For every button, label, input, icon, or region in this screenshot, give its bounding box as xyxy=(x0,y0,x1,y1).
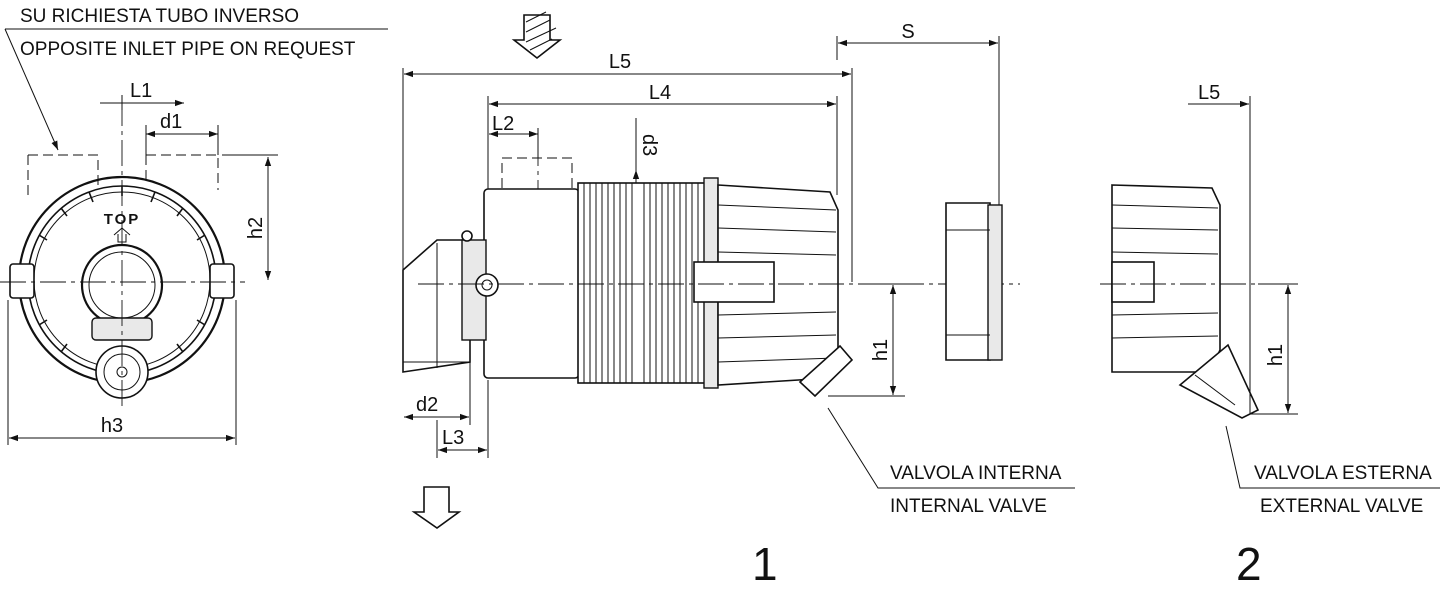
dim-L4: L4 xyxy=(649,82,671,104)
dim-L3: L3 xyxy=(442,427,464,449)
housing-ribs xyxy=(38,186,206,353)
cover-external xyxy=(1111,184,1221,373)
dim-L1: L1 xyxy=(130,80,152,102)
inlet-stub xyxy=(501,157,573,188)
side-view-1: L5 L4 L2 d3 xyxy=(402,11,1075,590)
dim-L5-view2: L5 xyxy=(1198,82,1220,104)
dim-L2: L2 xyxy=(492,113,514,135)
cover-clip-2 xyxy=(1111,261,1155,303)
dim-d3: d3 xyxy=(638,134,660,156)
band-bolt xyxy=(475,273,499,297)
dim-h1: h1 xyxy=(870,339,892,361)
view-number-1: 1 xyxy=(752,538,778,590)
note-valve-external-it: VALVOLA ESTERNA xyxy=(1254,463,1432,484)
left-clamp xyxy=(9,263,35,299)
internal-dust-valve xyxy=(798,344,854,398)
removed-cover-flange xyxy=(987,204,1003,361)
inlet-leader xyxy=(4,28,59,151)
right-clamp xyxy=(209,263,235,299)
dim-d2: d2 xyxy=(416,394,438,416)
front-view: SU RICHIESTA TUBO INVERSO OPPOSITE INLET… xyxy=(0,6,388,445)
inlet-outline xyxy=(145,154,219,190)
note-valve-internal-en: INTERNAL VALVE xyxy=(890,496,1047,517)
dim-S: S xyxy=(901,21,914,43)
opposite-inlet-outline xyxy=(27,154,99,200)
corrugated-section xyxy=(577,182,707,384)
dim-h2: h2 xyxy=(245,217,267,239)
dim-L5: L5 xyxy=(609,51,631,73)
external-dust-valve xyxy=(1178,343,1260,419)
dim-h1-view2: h1 xyxy=(1265,344,1287,366)
dim-d1: d1 xyxy=(160,111,182,133)
cover-top-marking: TOP xyxy=(104,211,141,228)
cover-fins xyxy=(717,204,837,363)
dim-h3: h3 xyxy=(101,415,123,437)
airflow-out-icon xyxy=(411,486,462,529)
cover-clip xyxy=(693,261,775,303)
note-valve-internal-it: VALVOLA INTERNA xyxy=(890,463,1062,484)
note-inlet-it: SU RICHIESTA TUBO INVERSO xyxy=(20,6,299,27)
note-valve-external-en: EXTERNAL VALVE xyxy=(1260,496,1423,517)
side-view-2: L5 h1 VALVOLA ESTERNA EXTERNAL VALVE 2 xyxy=(1100,82,1440,590)
removed-cover-insert xyxy=(945,202,991,361)
note-inlet-en: OPPOSITE INLET PIPE ON REQUEST xyxy=(20,39,356,60)
view-number-2: 2 xyxy=(1236,538,1262,590)
